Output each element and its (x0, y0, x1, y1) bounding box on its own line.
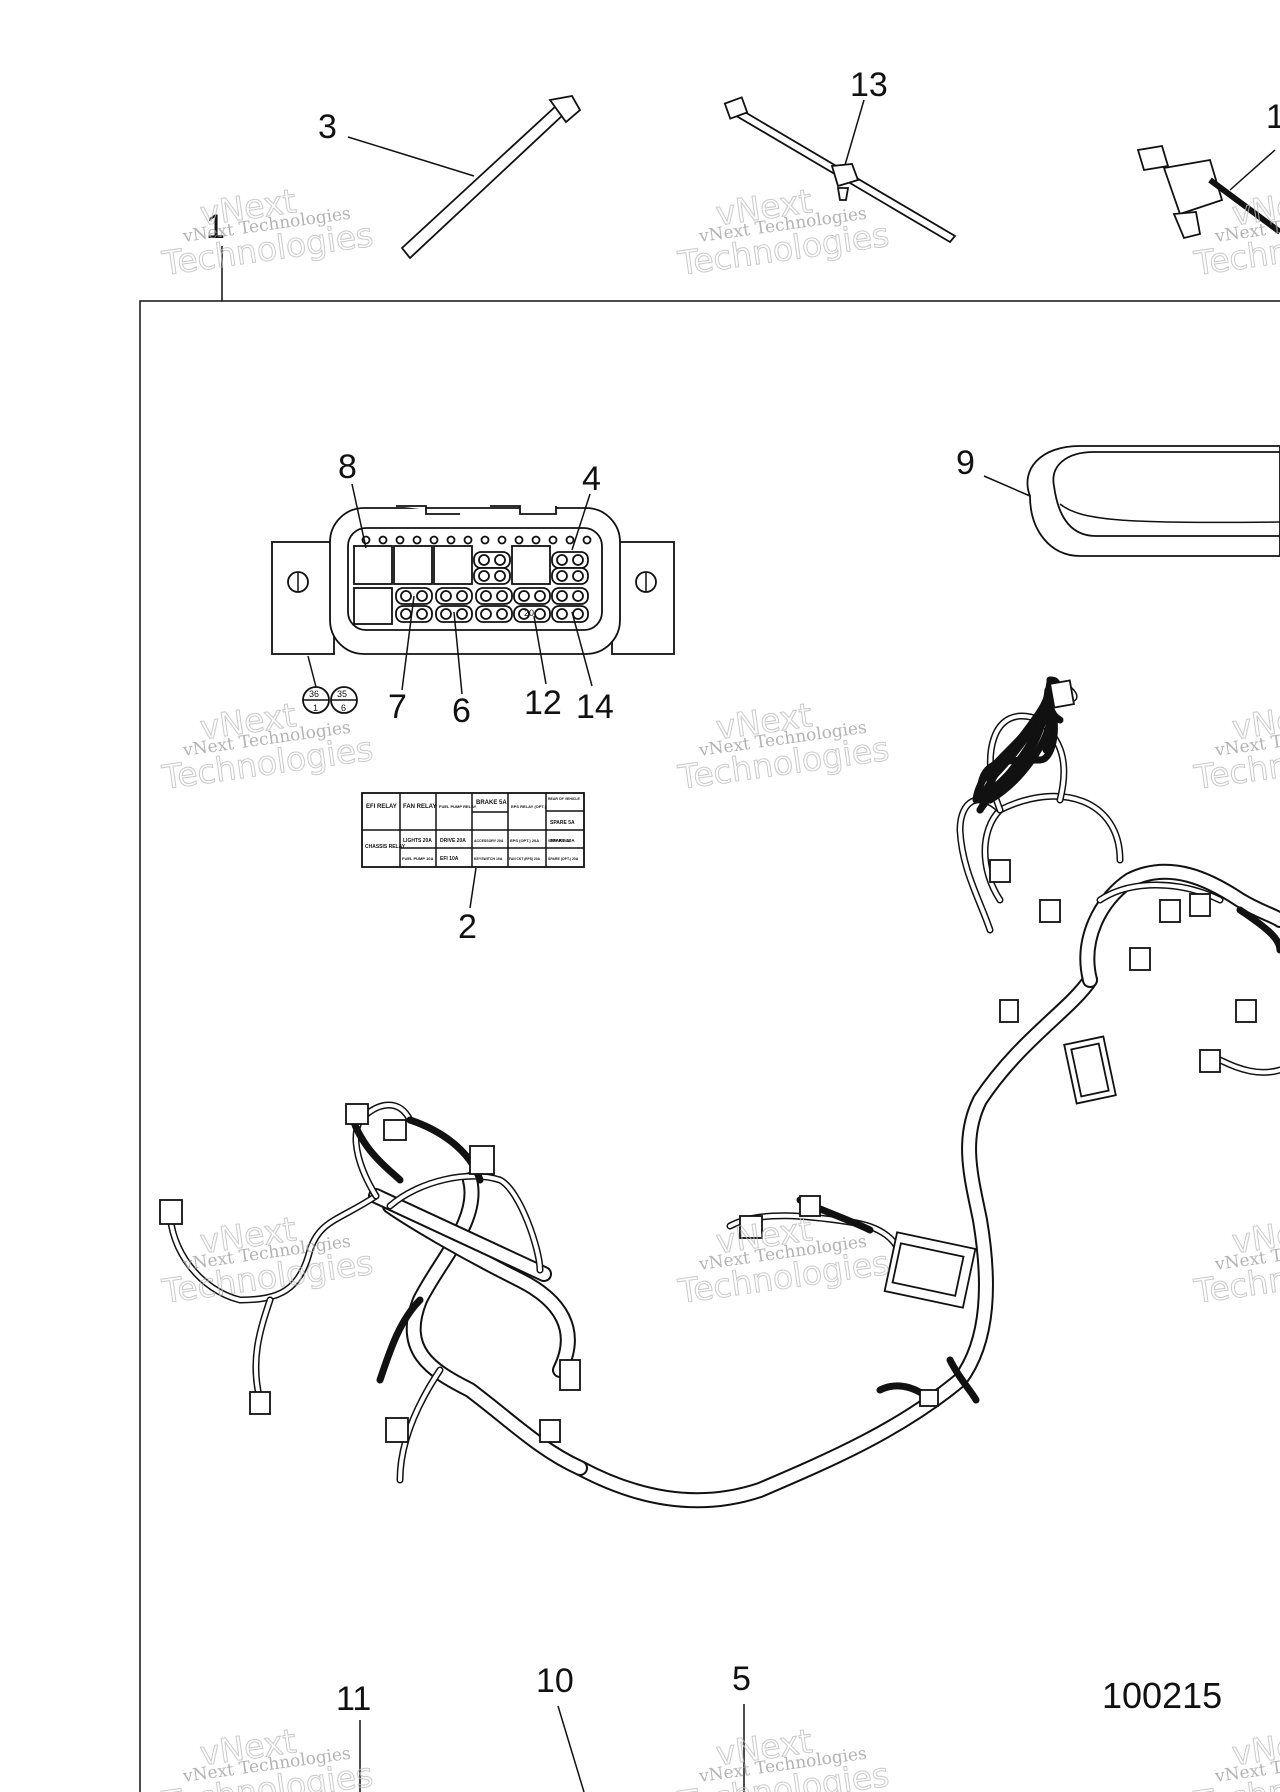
fuse-label-cell: FAN CKT (EPS) 20A (509, 857, 541, 861)
fuse-label-cell: KEYSWITCH 10A (474, 857, 503, 861)
callout-6: 6 (452, 692, 471, 730)
fuse-cavity (551, 587, 589, 605)
fuse-label-cell: REAR OF VEHICLE (548, 797, 581, 801)
fuse-cavity (551, 567, 589, 585)
pin-hole (463, 535, 473, 545)
fuse-cavity (473, 567, 511, 585)
pin-hole (548, 535, 558, 545)
cavity-number: 20 (524, 608, 534, 618)
fuse-label-cell: ACCESSORY 20A (474, 839, 504, 843)
fuse-label-cell: SPARE 10A (550, 838, 575, 843)
callout-8: 8 (338, 448, 357, 486)
fuse-label-cell: EPS (OPT.) 20A (510, 838, 539, 843)
pin-hole (446, 535, 456, 545)
fuse-cavity (475, 605, 513, 623)
pin-hole (480, 535, 490, 545)
callout-12: 12 (524, 684, 562, 722)
fuse-label-cell: SPARE 5A (550, 820, 575, 826)
fuse-cavity (513, 605, 551, 623)
pin-hole (582, 535, 592, 545)
fuse-label-cell: FAN RELAY (403, 804, 436, 810)
fuse-cavity (551, 605, 589, 623)
callout-5: 5 (732, 1660, 751, 1698)
callout-1: 1 (206, 208, 225, 246)
pin-mark-36: 36 (309, 689, 319, 699)
fuse-label-cell: EFI 10A (440, 856, 459, 862)
callout-13: 13 (850, 66, 888, 104)
pin-mark-35: 35 (337, 689, 347, 699)
fuse-label-part-2: EFI RELAY FAN RELAY FUEL PUMP RELAY BRAK… (361, 792, 585, 909)
cable-tie-part-3 (347, 95, 582, 260)
pin-hole (514, 535, 524, 545)
pin-hole (565, 535, 575, 545)
fuse-label-cell: SPARE (OPT.) 20A (548, 857, 579, 861)
push-mount-tie-part-13 (723, 96, 957, 244)
harness-connectors (159, 679, 1257, 1443)
figure-number: 100215 (1102, 1675, 1222, 1716)
callout-10: 10 (536, 1662, 574, 1700)
fuse-label-cell: CHASSIS RELAY (365, 844, 406, 850)
fuse-label-cell: EFI RELAY (366, 804, 397, 810)
fuse-box-cover-part-9 (983, 445, 1280, 557)
callout-9: 9 (956, 444, 975, 482)
fuse-label-cell: EPS RELAY (OPT.) (511, 804, 547, 809)
pin-hole (412, 535, 422, 545)
fuse-label-cell: SPARE 20A (548, 838, 570, 843)
callout-11: 11 (336, 1680, 371, 1718)
fuse-label-cell: FUEL PUMP RELAY (439, 804, 477, 809)
pin-hole (429, 535, 439, 545)
fuse-label-cell: FUEL PUMP 10A (402, 856, 434, 861)
callout-3: 3 (318, 108, 337, 146)
fuse-cavity (395, 605, 433, 623)
callout-14: 14 (576, 688, 614, 726)
pin-hole (395, 535, 405, 545)
pin-mark-1: 1 (313, 703, 318, 713)
fuse-label-cell: LIGHTS 20A (403, 838, 432, 844)
pin-hole (497, 535, 507, 545)
edge-clip-part (1136, 144, 1280, 240)
fuse-cavity (475, 587, 513, 605)
callout-7: 7 (388, 688, 407, 726)
pin-hole (378, 535, 388, 545)
fuse-cavity (473, 551, 511, 569)
fuse-label-cell: DRIVE 20A (440, 838, 466, 844)
callout-2: 2 (458, 908, 477, 946)
callout-1-right: 1 (1266, 98, 1280, 136)
harness-frame (139, 300, 1280, 1792)
fuse-cavity (513, 587, 551, 605)
fuse-cavity (551, 551, 589, 569)
fuse-box-connector: 20 36 1 35 6 (271, 483, 675, 714)
leader-10 (557, 1705, 585, 1792)
fuse-cavity (435, 587, 473, 605)
callout-4: 4 (582, 460, 601, 498)
pin-hole (531, 535, 541, 545)
fuse-label-cell: BRAKE 5A (476, 800, 507, 806)
pin-mark-6: 6 (341, 703, 346, 713)
